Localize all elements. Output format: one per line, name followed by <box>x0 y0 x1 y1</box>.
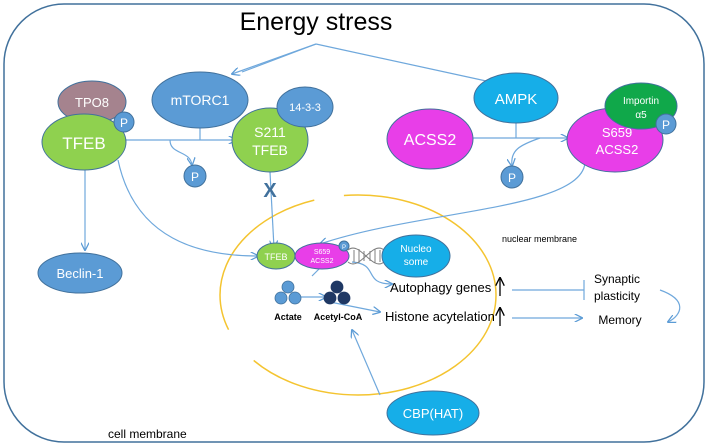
acss2-label: ACSS2 <box>404 132 457 149</box>
actate-label: Actate <box>274 312 302 322</box>
importin-label-1: Importin <box>623 96 659 107</box>
importin-label-2: α5 <box>635 110 647 121</box>
mtorc1-label: mTORC1 <box>171 92 230 108</box>
s659-acss2-label-1: S659 <box>602 125 632 140</box>
connector-lines <box>85 43 681 396</box>
phosphate-left-label: P <box>191 170 199 184</box>
phosphate-left <box>183 164 207 188</box>
beclin1-node <box>37 252 123 294</box>
s659-small-label-2: ACSS2 <box>311 258 334 265</box>
acetyl-coa-molecule-icon <box>323 280 351 305</box>
s211-tfeb-label-1: S211 <box>254 124 286 140</box>
ampk-node <box>473 72 559 124</box>
diagram-title: Energy stress <box>240 8 393 36</box>
beclin1-label: Beclin-1 <box>57 266 104 281</box>
dna-helix-icon <box>347 247 385 265</box>
s659-acss2-label-2: ACSS2 <box>596 142 639 157</box>
s659-small-node <box>294 242 350 270</box>
tfeb-label: TFEB <box>62 134 105 153</box>
inhibit-x-mark: X <box>263 180 277 202</box>
phosphate-small-label: P <box>342 245 346 251</box>
cbp-hat-label: CBP(HAT) <box>403 406 463 421</box>
memory-label: Memory <box>598 313 641 327</box>
phosphate-s659 <box>655 113 677 135</box>
tfeb-node <box>41 113 127 171</box>
acss2-node <box>386 108 474 170</box>
acetate-molecule-icon <box>274 280 302 305</box>
phosphate-s659-label: P <box>662 118 670 132</box>
tpo8-label: TPO8 <box>75 95 109 110</box>
acetyl-coa-label: Acetyl-CoA <box>314 312 363 322</box>
nucleosome-node <box>381 234 451 278</box>
autophagy-genes-label: Autophagy genes <box>390 280 492 295</box>
ampk-label: AMPK <box>495 91 538 108</box>
phosphate-tfeb-label: P <box>120 116 128 130</box>
s211-tfeb-label-2: TFEB <box>252 142 288 158</box>
synaptic-label-2: plasticity <box>594 289 640 303</box>
cell-membrane-label: cell membrane <box>108 427 187 441</box>
s659-small-label-1: S659 <box>314 249 330 256</box>
cell-membrane-outline <box>3 3 705 443</box>
nucleosome-label-1: Nucleo <box>400 244 432 255</box>
nucleosome-label-2: some <box>404 257 429 268</box>
phosphate-small <box>338 240 350 252</box>
tfeb-nuclear-label: TFEB <box>264 252 287 262</box>
protein-14-3-3-label: 14-3-3 <box>289 102 321 114</box>
phosphate-right <box>500 165 524 189</box>
mtorc1-node <box>151 71 249 129</box>
nuclear-membrane-outline <box>219 194 497 396</box>
histone-acetylation-label: Histone acytelation <box>385 309 495 324</box>
synaptic-label-1: Synaptic <box>594 272 640 286</box>
cbp-hat-node <box>386 390 480 436</box>
phosphate-right-label: P <box>508 171 516 185</box>
nuclear-membrane-label: nuclear membrane <box>502 234 577 244</box>
protein-14-3-3-node <box>276 86 334 128</box>
phosphate-tfeb <box>113 111 135 133</box>
